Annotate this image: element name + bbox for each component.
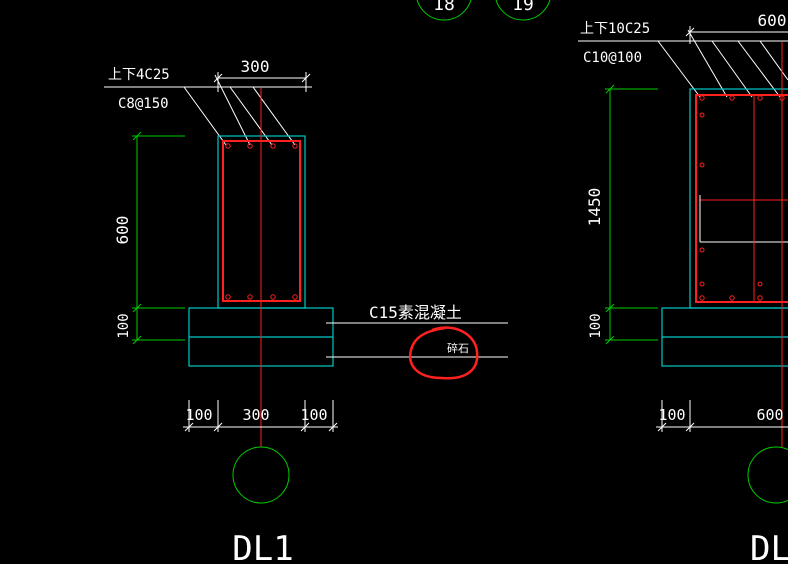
dl2-axis-bubble [747,446,788,504]
dl2-width-dim: 600 [685,11,788,44]
dl1-width-text: 300 [241,57,270,76]
dl2-stirrup-label: C10@100 [583,50,642,66]
dl2-bottom-dim-mid: 600 [756,406,783,424]
dl1-title: DL1 [232,529,293,564]
dl1-bottom-bars [225,294,298,300]
dl1-base-thickness-text: 100 [116,313,132,338]
dl2-stirrup [695,94,788,303]
dl1-bottom-dim-right: 100 [300,406,327,424]
dl1-height-text: 600 [113,216,132,245]
dl1-concrete-label: C15素混凝土 [369,303,462,322]
dl2-title: DL [750,529,788,564]
dl1-bottom-dim-mid: 300 [242,406,269,424]
dl1-top-bars [225,143,298,149]
dl2-bottom-dim-left: 100 [658,406,685,424]
dl1-section: 上下4C25 C8@150 300 600 1 [104,57,508,564]
dl2-top-bar-label: 上下10C25 [580,21,650,37]
dl1-bottom-dims: 100 300 100 [183,400,338,432]
axis-bubble-18: 18 [416,0,472,21]
dl1-height-dim: 600 100 [113,131,185,345]
dl1-top-bar-label: 上下4C25 [108,67,170,83]
dl2-leader-slants [657,29,788,98]
dl1-axis-bubble [232,446,290,504]
dl2-width-text: 600 [758,11,787,30]
dl2-section-partial: 上下10C25 C10@100 600 1450 100 [578,11,788,564]
axis-bubble-19: 19 [495,0,551,21]
dl2-height-dim: 1450 100 [585,84,658,345]
markup-circle [408,326,479,380]
axis-bubble-label: 18 [433,0,455,15]
dl1-width-dim: 300 [213,57,311,92]
dl2-beam-outline [689,88,788,309]
dl1-leader-slants [183,74,296,146]
dl2-bars [699,95,785,301]
axis-bubble-label: 19 [512,0,534,15]
dl1-bottom-dim-left: 100 [185,406,212,424]
dl2-bottom-dims: 100 600 [656,400,788,432]
dl2-base-thickness-text: 100 [588,313,604,338]
dl1-gravel-label: 碎石 [447,341,469,355]
dl2-height-text: 1450 [585,188,604,227]
dl1-stirrup-label: C8@150 [118,96,169,112]
